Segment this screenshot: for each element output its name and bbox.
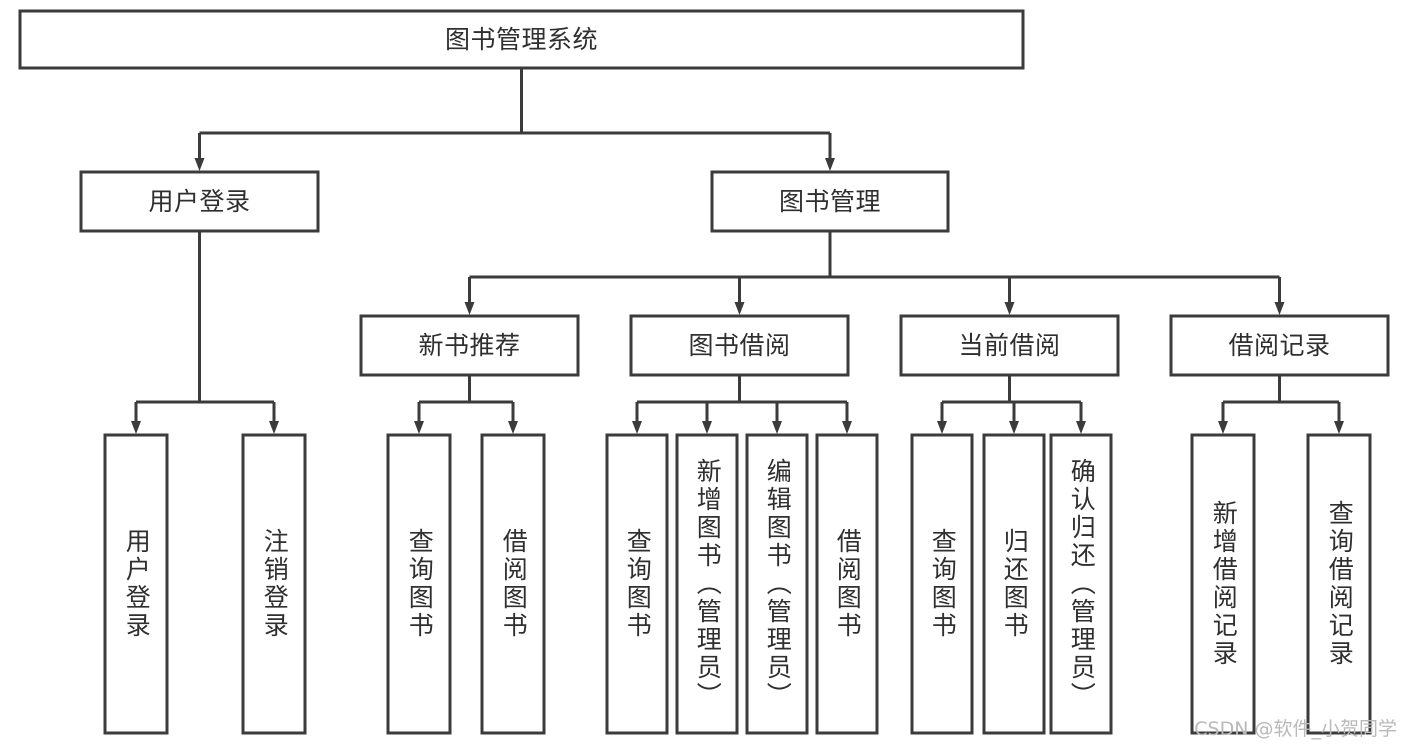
- node-box-leaf-1[interactable]: [241, 433, 307, 735]
- node-box-level1-1[interactable]: [710, 170, 950, 233]
- node-box-leaf-9[interactable]: [982, 433, 1046, 735]
- node-box-level2-2[interactable]: [899, 314, 1120, 377]
- node-box-level2-3[interactable]: [1169, 314, 1390, 377]
- node-box-leaf-10[interactable]: [1049, 433, 1113, 735]
- node-box-leaf-6[interactable]: [745, 433, 809, 735]
- node-box-leaf-3[interactable]: [480, 433, 546, 735]
- node-box-level2-0[interactable]: [359, 314, 580, 377]
- node-box-level2-1[interactable]: [629, 314, 850, 377]
- node-box-leaf-0[interactable]: [103, 433, 169, 735]
- node-box-leaf-7[interactable]: [815, 433, 879, 735]
- node-box-leaf-5[interactable]: [675, 433, 739, 735]
- node-box-root-0[interactable]: [18, 9, 1025, 70]
- watermark-text: CSDN @软件_小贺同学: [1194, 718, 1397, 740]
- node-boxes-layer: [18, 9, 1390, 735]
- node-box-leaf-4[interactable]: [605, 433, 669, 735]
- node-box-leaf-11[interactable]: [1190, 433, 1256, 735]
- connector-links-layer: [131, 68, 1344, 434]
- node-box-leaf-12[interactable]: [1306, 433, 1372, 735]
- node-box-leaf-8[interactable]: [910, 433, 974, 735]
- node-box-leaf-2[interactable]: [386, 433, 452, 735]
- node-box-level1-0[interactable]: [79, 170, 320, 233]
